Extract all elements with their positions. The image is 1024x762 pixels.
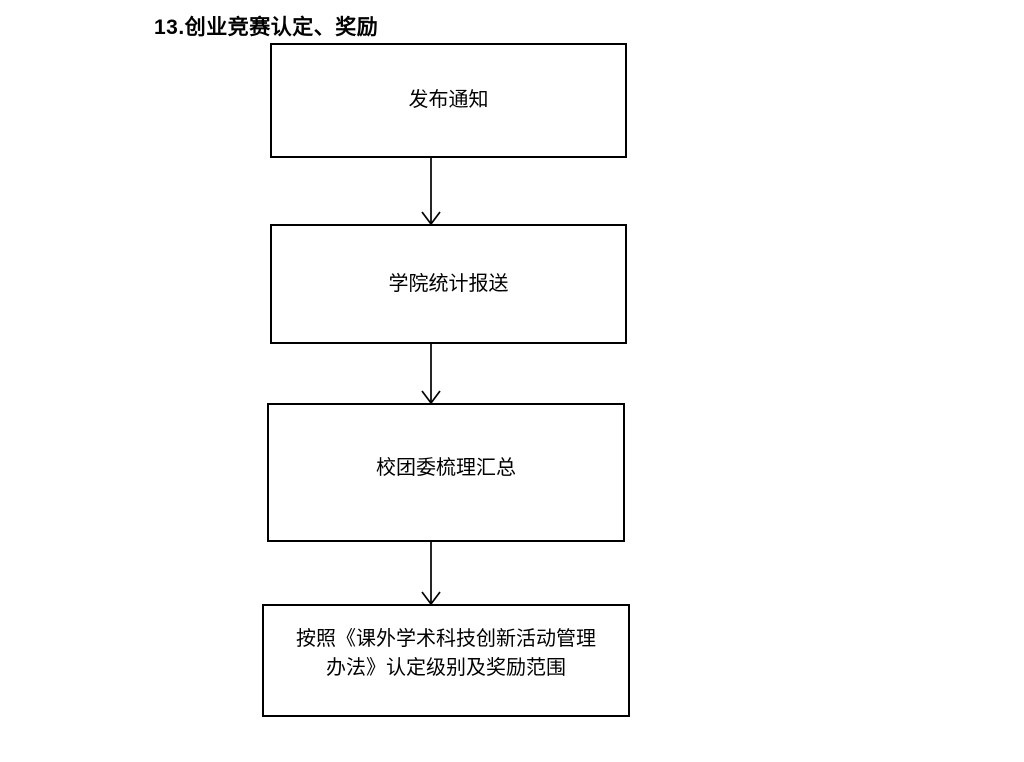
flow-step-box-college-report: 学院统计报送 bbox=[270, 224, 627, 344]
arrow-down-icon bbox=[419, 344, 443, 404]
arrow-down-icon bbox=[419, 542, 443, 605]
page-title: 13.创业竞赛认定、奖励 bbox=[154, 16, 379, 39]
arrow-down-icon bbox=[419, 158, 443, 225]
flow-step-label: 学院统计报送 bbox=[388, 272, 509, 295]
flow-step-label: 发布通知 bbox=[408, 89, 489, 111]
flow-step-box-youth-league-summary: 校团委梳理汇总 bbox=[267, 403, 625, 542]
flow-step-label: 校团委梳理汇总 bbox=[376, 457, 516, 479]
flow-step-label-line-1: 按照《课外学术科技创新活动管理 bbox=[296, 627, 596, 650]
flow-step-box-publish-notice: 发布通知 bbox=[270, 43, 627, 158]
flow-step-label-line-2: 办法》认定级别及奖励范围 bbox=[326, 656, 566, 679]
flow-step-box-award-determination: 按照《课外学术科技创新活动管理 办法》认定级别及奖励范围 bbox=[262, 604, 630, 717]
